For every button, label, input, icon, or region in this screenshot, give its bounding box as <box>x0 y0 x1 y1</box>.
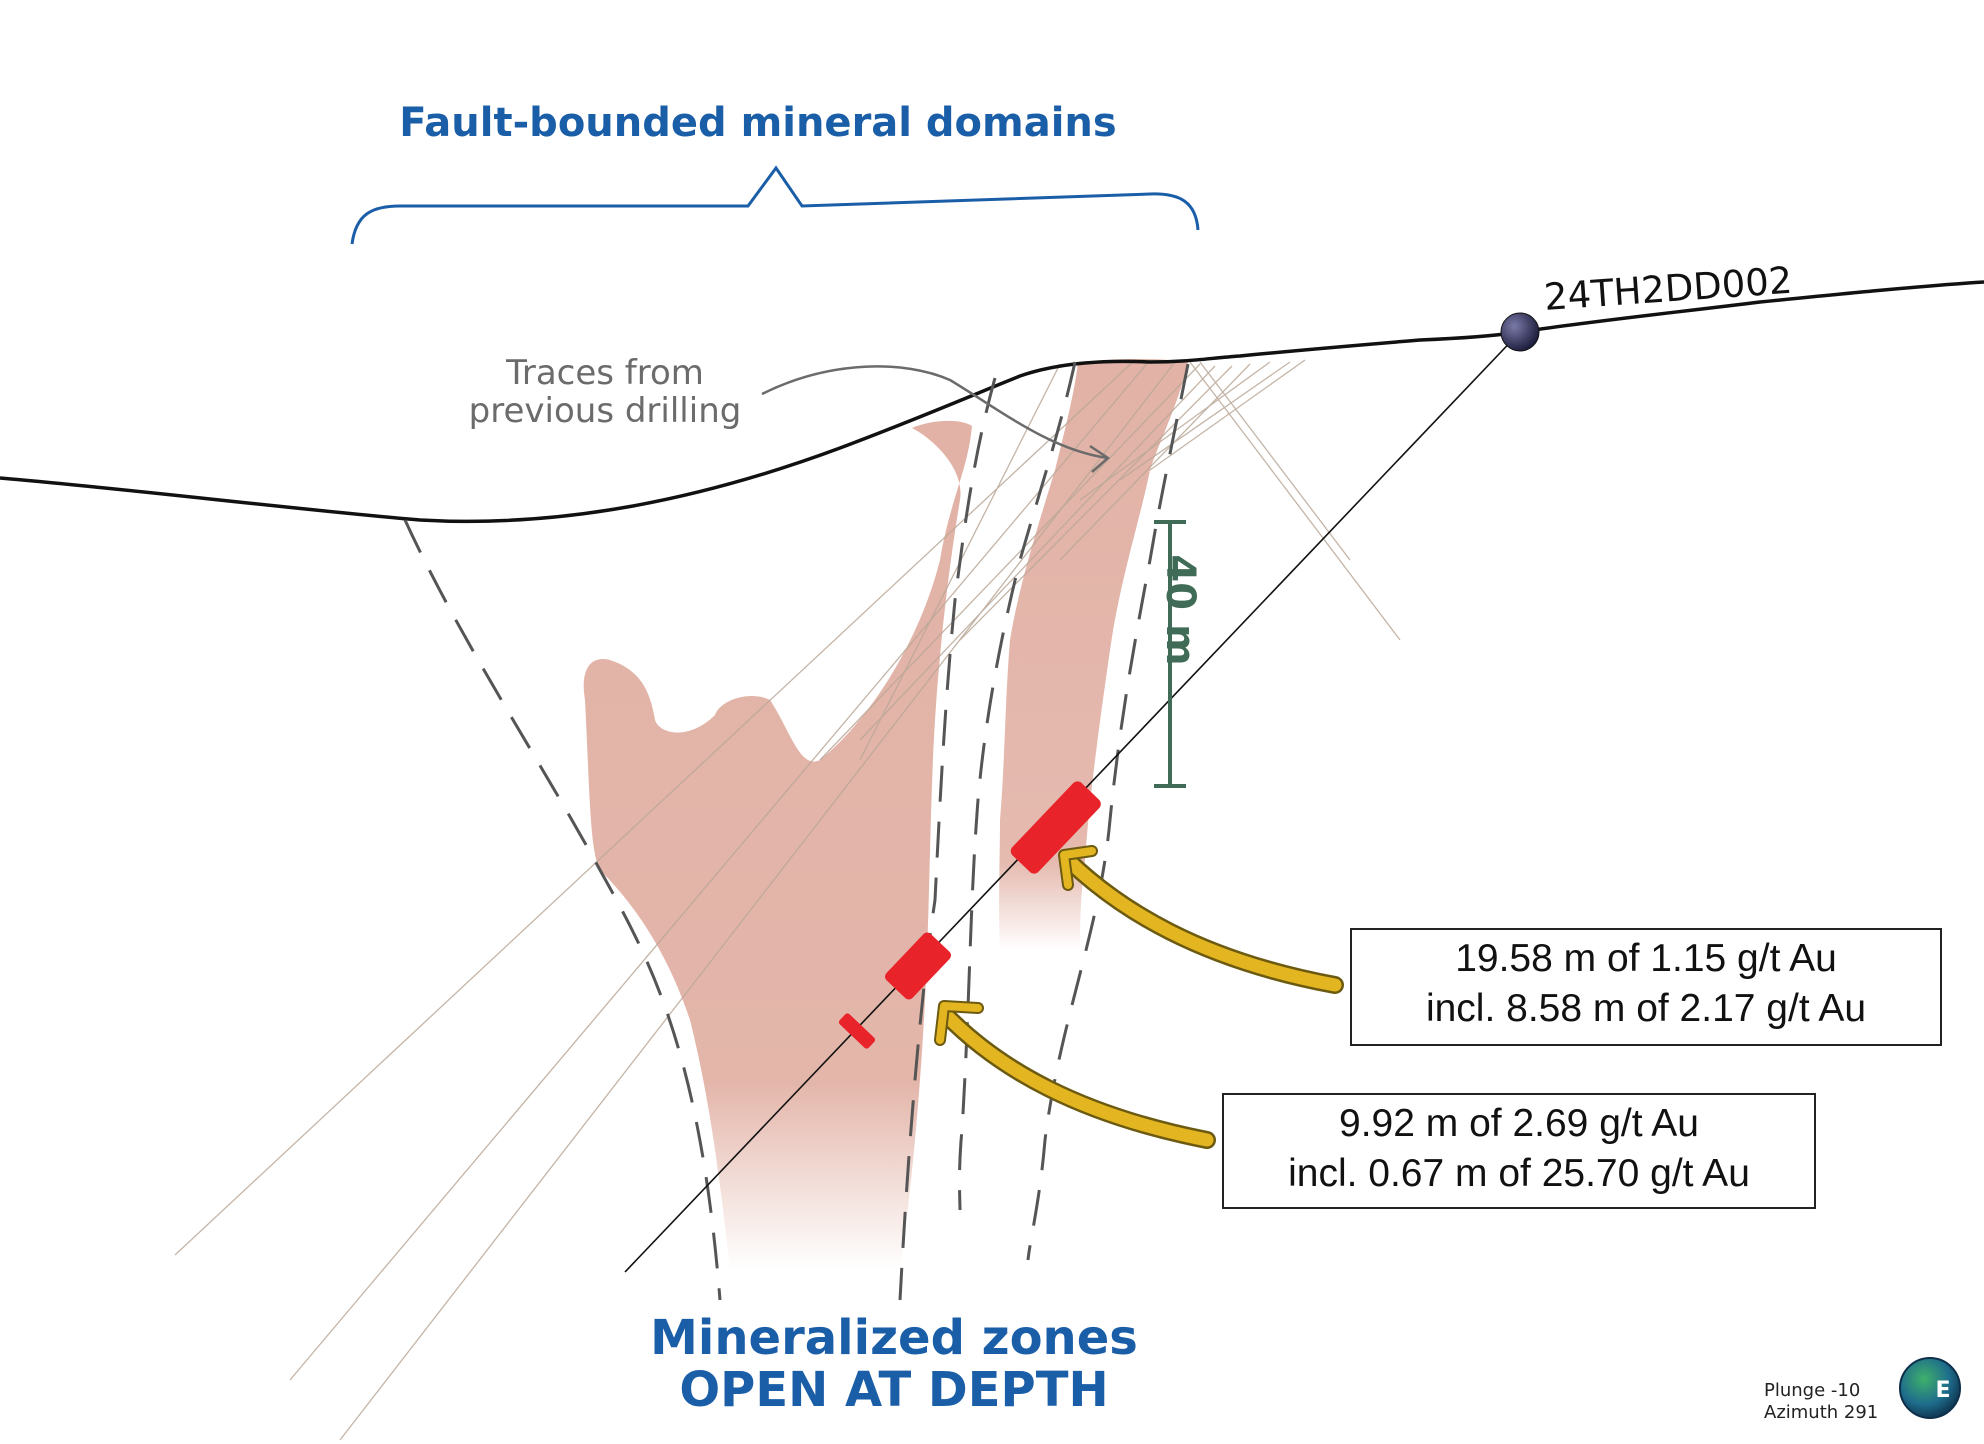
result-upper-line1: 19.58 m of 1.15 g/t Au <box>1455 937 1837 980</box>
arrow-upper-icon <box>1059 851 1344 994</box>
arrow-lower-icon <box>937 1006 1216 1149</box>
top-title: Fault-bounded mineral domains <box>399 100 1117 146</box>
callout-arrows <box>934 845 1344 1149</box>
traces-pointer-arrow <box>761 365 1109 460</box>
compass-letter: E <box>1935 1378 1950 1403</box>
orientation-legend: Plunge -10 Azimuth 291 <box>1764 1380 1878 1424</box>
bottom-title: Mineralized zones OPEN AT DEPTH <box>594 1312 1194 1416</box>
plunge-label: Plunge -10 <box>1764 1380 1861 1401</box>
traces-label-line1: Traces from <box>506 353 704 393</box>
bottom-title-line2: OPEN AT DEPTH <box>679 1362 1109 1418</box>
scale-bar-label: 40 m <box>1157 554 1203 665</box>
intercept-lower <box>838 1013 876 1049</box>
result-lower-line1: 9.92 m of 2.69 g/t Au <box>1339 1102 1699 1145</box>
result-box-lower: 9.92 m of 2.69 g/t Au incl. 0.67 m of 25… <box>1222 1093 1816 1209</box>
traces-label-line2: previous drilling <box>468 391 742 431</box>
result-box-upper: 19.58 m of 1.15 g/t Au incl. 8.58 m of 2… <box>1350 928 1942 1046</box>
intercept-upper <box>1010 781 1101 874</box>
domain-brace <box>350 165 1200 245</box>
fault-lines <box>403 361 1190 1301</box>
intercept-middle <box>884 932 952 1000</box>
traces-label: Traces from previous drilling <box>420 354 790 430</box>
mineral-zone-left <box>583 420 972 1270</box>
result-upper-line2: incl. 8.58 m of 2.17 g/t Au <box>1425 987 1867 1030</box>
intercepts <box>838 781 1101 1049</box>
mineral-zone-right <box>999 359 1188 950</box>
azimuth-label: Azimuth 291 <box>1764 1402 1879 1423</box>
scale-bar <box>1154 520 1186 788</box>
compass-globe-icon <box>1899 1357 1961 1419</box>
bottom-title-line1: Mineralized zones <box>650 1310 1138 1366</box>
drillhole-collar-icon <box>1500 312 1540 352</box>
result-lower-line2: incl. 0.67 m of 25.70 g/t Au <box>1288 1152 1750 1195</box>
drillhole-label: 24TH2DD002 <box>1543 259 1794 319</box>
ground-surface-line <box>0 280 1984 524</box>
